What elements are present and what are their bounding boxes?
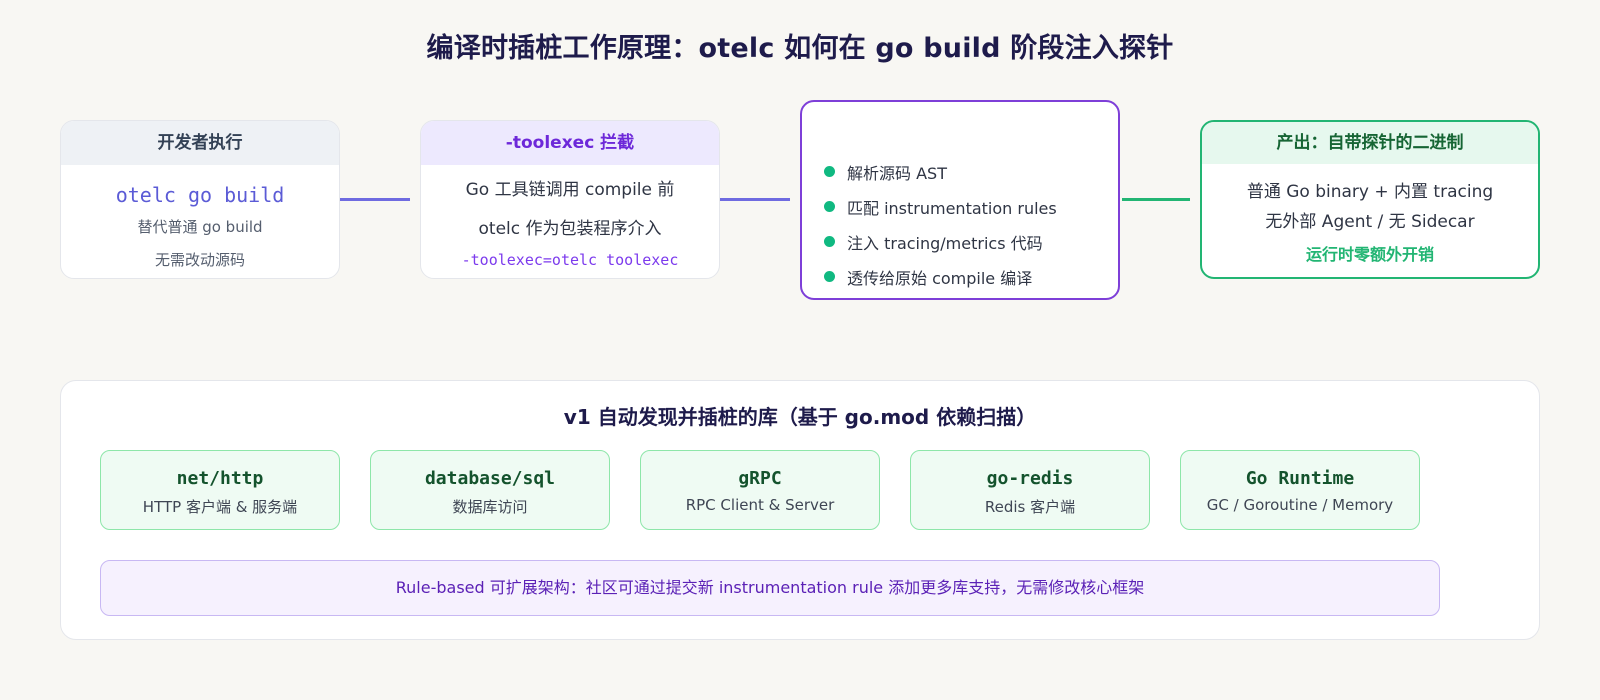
- libraries-title: v1 自动发现并插桩的库（基于 go.mod 依赖扫描）: [563, 405, 1037, 429]
- step-item: 注入 tracing/metrics 代码: [824, 224, 1118, 259]
- bullet-dot-icon: [824, 271, 835, 282]
- toolexec-line-1: Go 工具链调用 compile 前: [465, 180, 675, 200]
- library-desc: Redis 客户端: [984, 498, 1076, 516]
- library-desc: 数据库访问: [452, 498, 528, 516]
- build-command: otelc go build: [115, 183, 285, 207]
- developer-card-header: 开发者执行: [61, 121, 339, 165]
- developer-note-2: 无需改动源码: [154, 251, 245, 269]
- library-card-go-redis: go-redis Redis 客户端: [910, 450, 1150, 530]
- flow-connector-1: [340, 198, 410, 201]
- library-desc: HTTP 客户端 & 服务端: [142, 498, 298, 516]
- processing-card: 解析源码 AST 匹配 instrumentation rules 注入 tra…: [800, 100, 1120, 300]
- flow-connector-2: [720, 198, 790, 201]
- output-highlight: 运行时零额外开销: [1305, 245, 1434, 264]
- toolexec-flag: -toolexec=otelc toolexec: [461, 251, 679, 269]
- libraries-panel: v1 自动发现并插桩的库（基于 go.mod 依赖扫描） net/http HT…: [60, 380, 1540, 640]
- bullet-dot-icon: [824, 166, 835, 177]
- flow-connector-3: [1122, 198, 1190, 201]
- library-name: net/http: [176, 468, 264, 489]
- step-item: 透传给原始 compile 编译: [824, 259, 1118, 294]
- toolexec-line-2: otelc 作为包装程序介入: [478, 219, 662, 239]
- output-line-1: 普通 Go binary + 内置 tracing: [1246, 182, 1494, 202]
- output-card-header: 产出：自带探针的二进制: [1202, 122, 1538, 164]
- bullet-dot-icon: [824, 201, 835, 212]
- step-item: 匹配 instrumentation rules: [824, 189, 1118, 224]
- library-card-net-http: net/http HTTP 客户端 & 服务端: [100, 450, 340, 530]
- output-line-2: 无外部 Agent / 无 Sidecar: [1265, 212, 1475, 232]
- bullet-dot-icon: [824, 236, 835, 247]
- processing-steps: 解析源码 AST 匹配 instrumentation rules 注入 tra…: [802, 102, 1118, 294]
- toolexec-card-header: -toolexec 拦截: [421, 121, 719, 165]
- step-label: 透传给原始 compile 编译: [847, 268, 1033, 288]
- toolexec-card: -toolexec 拦截 Go 工具链调用 compile 前 otelc 作为…: [420, 120, 720, 279]
- developer-note-1: 替代普通 go build: [137, 218, 263, 236]
- step-label: 匹配 instrumentation rules: [847, 198, 1057, 218]
- extensibility-note: Rule-based 可扩展架构：社区可通过提交新 instrumentatio…: [100, 560, 1440, 616]
- step-label: 注入 tracing/metrics 代码: [847, 233, 1043, 253]
- library-name: Go Runtime: [1245, 468, 1355, 489]
- step-label: 解析源码 AST: [847, 163, 947, 183]
- output-card: 产出：自带探针的二进制 普通 Go binary + 内置 tracing 无外…: [1200, 120, 1540, 279]
- step-item: 解析源码 AST: [824, 154, 1118, 189]
- library-card-database-sql: database/sql 数据库访问: [370, 450, 610, 530]
- library-card-grpc: gRPC RPC Client & Server: [640, 450, 880, 530]
- library-desc: GC / Goroutine / Memory: [1206, 496, 1394, 514]
- developer-card: 开发者执行 otelc go build 替代普通 go build 无需改动源…: [60, 120, 340, 279]
- library-name: gRPC: [738, 468, 782, 489]
- page-title: 编译时插桩工作原理：otelc 如何在 go build 阶段注入探针: [426, 33, 1174, 64]
- library-name: go-redis: [986, 468, 1074, 489]
- library-card-go-runtime: Go Runtime GC / Goroutine / Memory: [1180, 450, 1420, 530]
- library-desc: RPC Client & Server: [685, 496, 835, 514]
- library-name: database/sql: [424, 468, 556, 489]
